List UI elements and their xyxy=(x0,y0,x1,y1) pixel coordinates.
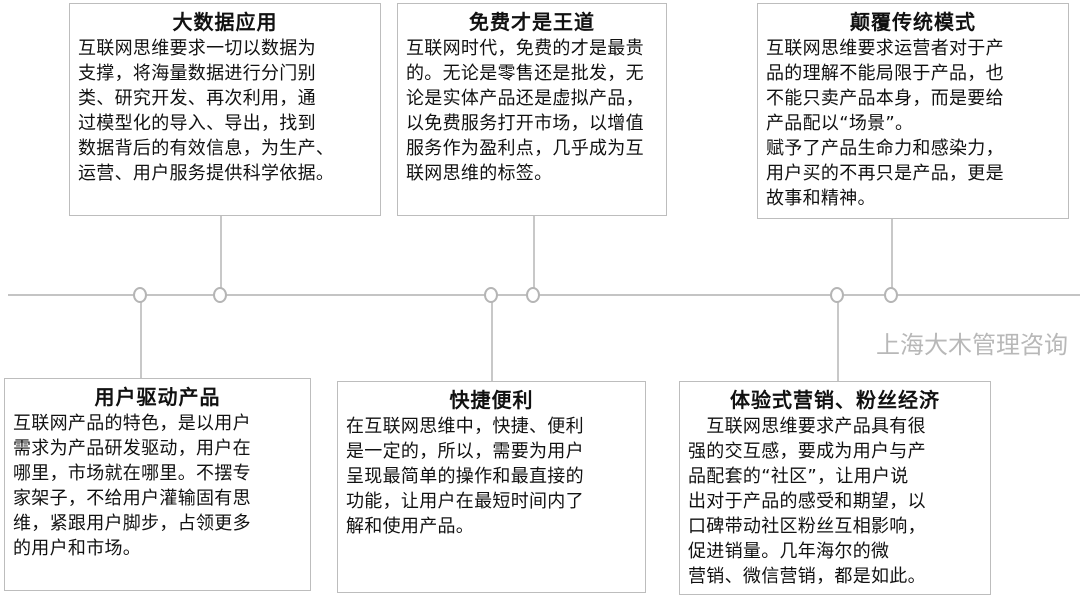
card-text-line: 支撑，将海量数据进行分门别 xyxy=(78,63,316,84)
card-disrupt: 颠覆传统模式互联网思维要求运营者对于产品的理解不能局限于产品，也不能只卖产品本身… xyxy=(757,3,1069,219)
card-text-line: 是一定的，所以，需要为用户 xyxy=(346,441,584,462)
card-text-line: 出对于产品的感受和期望，以 xyxy=(688,491,926,512)
card-text-line: 解和使用产品。 xyxy=(346,516,475,537)
card-text-line: 需求为产品研发驱动，用户在 xyxy=(13,438,251,459)
card-text-line: 不能只卖产品本身，而是要给 xyxy=(766,88,1004,109)
card-text-line: 哪里，市场就在哪里。不摆专 xyxy=(13,463,251,484)
card-text-line: 用户买的不再只是产品，更是 xyxy=(766,163,1004,184)
card-text-line: 赋予了产品生命力和感染力， xyxy=(766,138,1004,159)
card-text-line: 强的交互感，要成为用户与产 xyxy=(688,441,926,462)
card-text-line: 品的理解不能局限于产品，也 xyxy=(766,63,1004,84)
card-title: 用户驱动产品 xyxy=(94,385,221,409)
card-text-line: 产品配以“场景”。 xyxy=(766,113,914,134)
card-title: 免费才是王道 xyxy=(469,10,595,34)
card-title: 快捷便利 xyxy=(449,388,534,412)
card-text-line: 互联网时代，免费的才是最贵 xyxy=(406,38,644,59)
card-text-line: 在互联网思维中，快捷、便利 xyxy=(346,416,584,437)
card-text-line: 家架子，不给用户灌输固有思 xyxy=(13,488,251,509)
card-title: 大数据应用 xyxy=(172,10,278,34)
card-text-line: 服务作为盈利点，几乎成为互 xyxy=(406,138,644,159)
connector xyxy=(533,214,535,288)
timeline-node xyxy=(830,287,844,303)
card-text-line: 互联网思维要求产品具有很 xyxy=(688,416,926,437)
card-text-line: 以免费服务打开市场，以增值 xyxy=(406,113,644,134)
card-text-line: 促进销量。几年海尔的微 xyxy=(688,541,890,562)
card-convenience: 快捷便利在互联网思维中，快捷、便利是一定的，所以，需要为用户呈现最简单的操作和最… xyxy=(337,381,646,593)
card-text-line: 维，紧跟用户脚步，占领更多 xyxy=(13,513,251,534)
card-big-data: 大数据应用互联网思维要求一切以数据为支撑，将海量数据进行分门别类、研究开发、再次… xyxy=(69,3,381,216)
connector xyxy=(837,302,839,382)
card-text-line: 类、研究开发、再次利用，通 xyxy=(78,88,316,109)
timeline-node xyxy=(213,287,227,303)
card-text-line: 互联网思维要求运营者对于产 xyxy=(766,38,1004,59)
card-title: 颠覆传统模式 xyxy=(850,10,976,34)
connector xyxy=(220,214,222,288)
card-text-line: 口碑带动社区粉丝互相影响， xyxy=(688,516,926,537)
card-text-line: 呈现最简单的操作和最直接的 xyxy=(346,466,584,487)
card-text-line: 故事和精神。 xyxy=(766,188,876,209)
card-text-line: 互联网思维要求一切以数据为 xyxy=(78,38,316,59)
card-free: 免费才是王道互联网时代，免费的才是最贵的。无论是零售还是批发，无论是实体产品还是… xyxy=(397,3,667,216)
card-text-line: 的。无论是零售还是批发，无 xyxy=(406,63,644,84)
timeline-node xyxy=(526,287,540,303)
card-text-line: 功能，让用户在最短时间内了 xyxy=(346,491,584,512)
card-text-line: 数据背后的有效信息，为生产、 xyxy=(78,138,335,159)
timeline-node xyxy=(884,287,898,303)
card-text-line: 互联网产品的特色，是以用户 xyxy=(13,413,251,434)
card-text-line: 营销、微信营销，都是如此。 xyxy=(688,566,926,587)
card-fan-economy: 体验式营销、粉丝经济 互联网思维要求产品具有很强的交互感，要成为用户与产品配套的… xyxy=(679,381,991,595)
watermark: 上海大木管理咨询 xyxy=(876,331,1068,359)
timeline-node xyxy=(133,287,147,303)
card-text-line: 的用户和市场。 xyxy=(13,538,142,559)
connector xyxy=(491,302,493,382)
timeline-axis xyxy=(8,294,1080,296)
timeline-node xyxy=(484,287,498,303)
card-user-driven: 用户驱动产品互联网产品的特色，是以用户需求为产品研发驱动，用户在哪里，市场就在哪… xyxy=(4,378,311,591)
card-text-line: 品配套的“社区”，让用户说 xyxy=(688,466,909,487)
card-text-line: 论是实体产品还是虚拟产品， xyxy=(406,88,644,109)
card-text-line: 过模型化的导入、导出，找到 xyxy=(78,113,316,134)
card-text-line: 运营、用户服务提供科学依据。 xyxy=(78,163,335,184)
card-title: 体验式营销、粉丝经济 xyxy=(730,388,940,412)
connector xyxy=(140,302,142,379)
connector xyxy=(891,217,893,288)
card-text-line: 联网思维的标签。 xyxy=(406,163,553,184)
